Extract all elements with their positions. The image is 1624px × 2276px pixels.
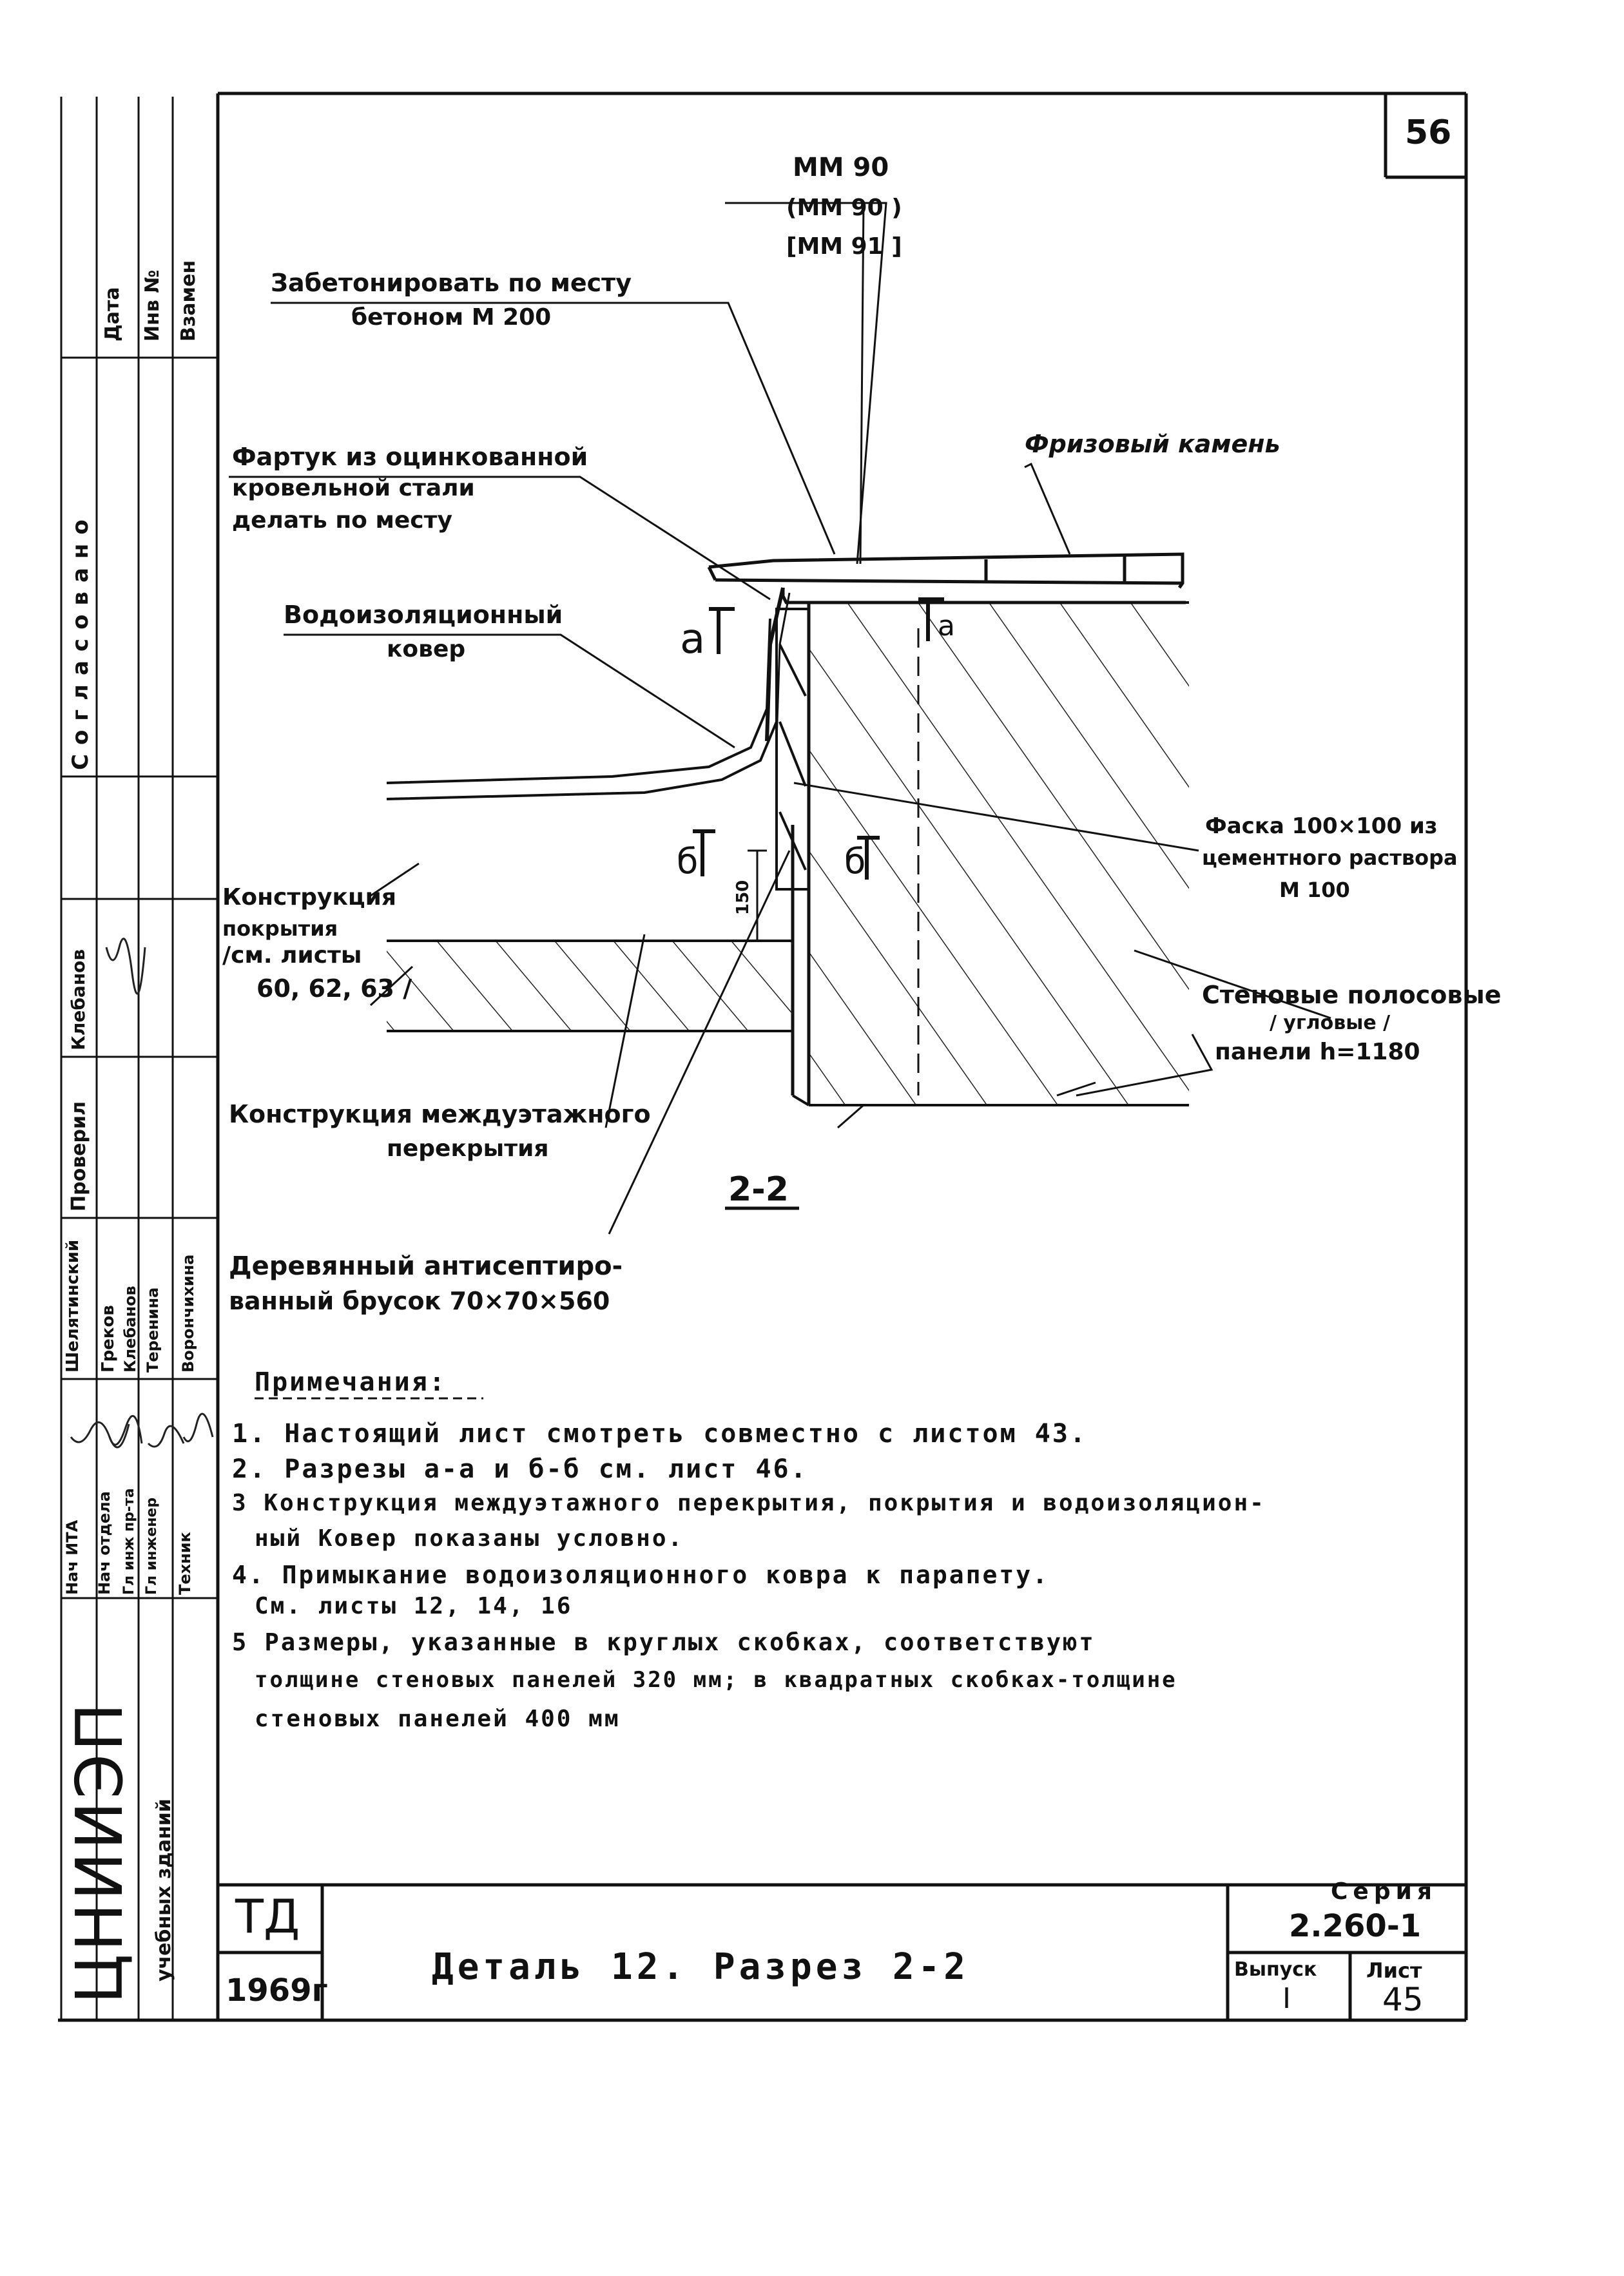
side-stamp-lines — [60, 97, 218, 2020]
stamp-role: Нач отдела — [95, 1491, 113, 1595]
carpet-label-2: ковер — [387, 636, 466, 662]
apron-label-2: кровельной стали — [232, 475, 475, 501]
notes-heading: Примечания: — [255, 1367, 447, 1397]
note-item: ный Ковер показаны условно. — [255, 1525, 684, 1552]
tb-td: ТД — [235, 1889, 300, 1943]
tb-title: Деталь 12. Разрез 2-2 — [432, 1946, 970, 1988]
dim-150-label: 150 — [733, 880, 753, 915]
timber-label-2: ванный брусок 70×70×560 — [229, 1287, 610, 1315]
roof-carpet — [386, 618, 778, 800]
stamp-approved: Согласовано — [68, 510, 93, 770]
roof-label-4: 60, 62, 63 / — [256, 974, 412, 1003]
stone-label: Фризовый камень — [1025, 430, 1281, 458]
roof-label-3: /см. листы — [222, 942, 362, 969]
concrete-label-2: бетоном М 200 — [351, 304, 552, 331]
mark-square: [ММ 91 ] — [786, 233, 902, 260]
cut-b-left: б — [677, 841, 699, 882]
note-item: 4. Примыкание водоизоляционного ковра к … — [232, 1561, 1050, 1589]
panels-label-1: Стеновые полосовые — [1202, 981, 1502, 1009]
floor-label-2: перекрытия — [387, 1135, 549, 1162]
note-item: 3 Конструкция междуэтажного перекрытия, … — [232, 1490, 1266, 1516]
mark-main: ММ 90 — [793, 153, 889, 182]
stamp-name: Шелятинский — [63, 1239, 82, 1373]
stamp-klebanov: Клебанов — [68, 949, 89, 1050]
roof-label-1: Конструкция — [222, 884, 396, 911]
stamp-name: Клебанов — [121, 1286, 139, 1373]
stamp-role: Гл инж пр-та — [121, 1488, 137, 1595]
stamp-role: Гл инженер — [144, 1497, 160, 1595]
tb-sheet-value: 45 — [1382, 1981, 1424, 2018]
corner-number: 56 — [1405, 113, 1452, 152]
tb-series-value: 2.260-1 — [1289, 1908, 1422, 1944]
stamp-name: Греков — [99, 1305, 118, 1373]
dim-150 — [748, 849, 767, 942]
stamp-role: Нач ИТА — [63, 1519, 81, 1595]
title-block-lines — [218, 1883, 1466, 2020]
panels-label-3: панели h=1180 — [1215, 1039, 1420, 1065]
leader-lines — [229, 202, 1331, 1235]
note-item: 5 Размеры, указанные в круглых скобках, … — [232, 1628, 1096, 1656]
stamp-name: Ворончихина — [179, 1254, 197, 1373]
stamp-name: Теренина — [144, 1287, 162, 1373]
panels-label-2: / угловые / — [1270, 1012, 1391, 1034]
chamfer-label-2: цементного раствора — [1202, 845, 1458, 870]
org-sub: учебных зданий — [153, 1799, 175, 1982]
note-item: 2. Разрезы а-а и б-б см. лист 46. — [232, 1454, 808, 1484]
tb-issue-label: Выпуск — [1234, 1958, 1317, 1981]
apron-label-3: делать по месту — [232, 507, 452, 534]
note-item: стеновых панелей 400 мм — [255, 1706, 621, 1732]
apron-label-1: Фартук из оцинкованной — [232, 443, 588, 471]
signature-scribbles — [70, 938, 214, 1449]
cut-a-left: а — [680, 615, 706, 663]
cut-b-right: б — [844, 841, 866, 882]
org-name: ЦНИИЭП — [62, 1700, 137, 2004]
section-title: 2-2 — [728, 1170, 789, 1209]
note-item: См. листы 12, 14, 16 — [255, 1593, 573, 1619]
concrete-label-1: Забетонировать по месту — [271, 269, 632, 297]
mark-round: (ММ 90 ) — [786, 195, 902, 221]
cut-markers — [693, 597, 944, 880]
carpet-label-1: Водоизоляционный — [284, 601, 563, 629]
chamfer-label-3: М 100 — [1279, 878, 1350, 902]
chamfer-label-1: Фаска 100×100 из — [1205, 813, 1438, 839]
floor-slab — [387, 940, 793, 1032]
note-item: 1. Настоящий лист смотреть совместно с л… — [232, 1419, 1088, 1449]
stamp-role: Техник — [176, 1532, 194, 1595]
cut-a-right: а — [938, 610, 955, 642]
timber-block — [775, 608, 810, 891]
tb-year: 1969г — [226, 1972, 328, 2009]
tb-series-label: Серия — [1331, 1878, 1437, 1905]
roof-label-2: покрытия — [222, 916, 338, 941]
timber-label-1: Деревянный антисептиро- — [229, 1251, 623, 1281]
stamp-date: Дата — [101, 287, 124, 342]
stamp-replace: Взамен — [177, 260, 200, 342]
note-item: толщине стеновых панелей 320 мм; в квадр… — [255, 1667, 1177, 1693]
parapet-cap — [707, 552, 1186, 742]
stamp-inv: Инв № — [141, 269, 164, 342]
wall-panel — [791, 601, 1189, 1106]
stamp-checked: Проверил — [68, 1101, 90, 1211]
tb-sheet-label: Лист — [1366, 1958, 1422, 1983]
floor-label-1: Конструкция междуэтажного — [229, 1100, 651, 1128]
tb-issue-value: I — [1282, 1982, 1291, 2015]
